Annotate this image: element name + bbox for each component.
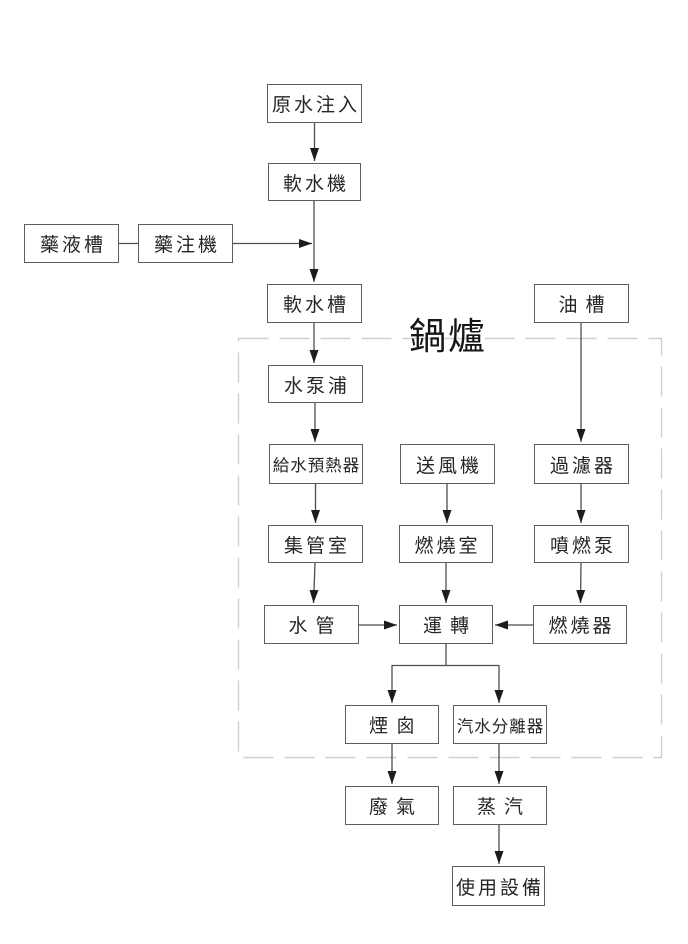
node-filter: 過濾器: [534, 444, 629, 484]
boiler-region-label: 鍋爐: [409, 317, 487, 358]
node-water-softener: 軟水機: [268, 163, 361, 201]
node-water-tubes: 水管: [264, 605, 359, 644]
node-chemical-injector: 藥注機: [138, 224, 233, 263]
node-chemical-tank: 藥液槽: [24, 224, 119, 263]
node-water-pump: 水泵浦: [268, 365, 363, 403]
node-burner: 燃燒器: [533, 605, 627, 644]
node-operation: 運轉: [399, 605, 493, 644]
node-combustion-chamber: 燃燒室: [399, 525, 493, 563]
edge-burnerpump-to-burner: [576, 562, 586, 604]
node-soft-water-tank: 軟水槽: [267, 284, 362, 323]
edge-header-to-watertubes: [309, 562, 319, 604]
node-steam: 蒸汽: [453, 786, 547, 825]
node-feedwater-preheater: 給水預熱器: [269, 444, 363, 484]
node-consuming-equipment: 使用設備: [452, 866, 545, 906]
node-oil-tank: 油槽: [534, 284, 629, 323]
node-burner-pump: 噴燃泵: [534, 525, 629, 563]
node-blower: 送風機: [400, 444, 495, 484]
node-steam-water-separator: 汽水分離器: [453, 705, 547, 744]
boiler-boundary-dashed-box: [237, 337, 663, 759]
node-exhaust-gas: 廢氣: [345, 786, 439, 825]
node-raw-water-inlet: 原水注入: [267, 84, 362, 123]
node-chimney: 煙囪: [345, 705, 439, 744]
node-header-chamber: 集管室: [268, 525, 363, 563]
